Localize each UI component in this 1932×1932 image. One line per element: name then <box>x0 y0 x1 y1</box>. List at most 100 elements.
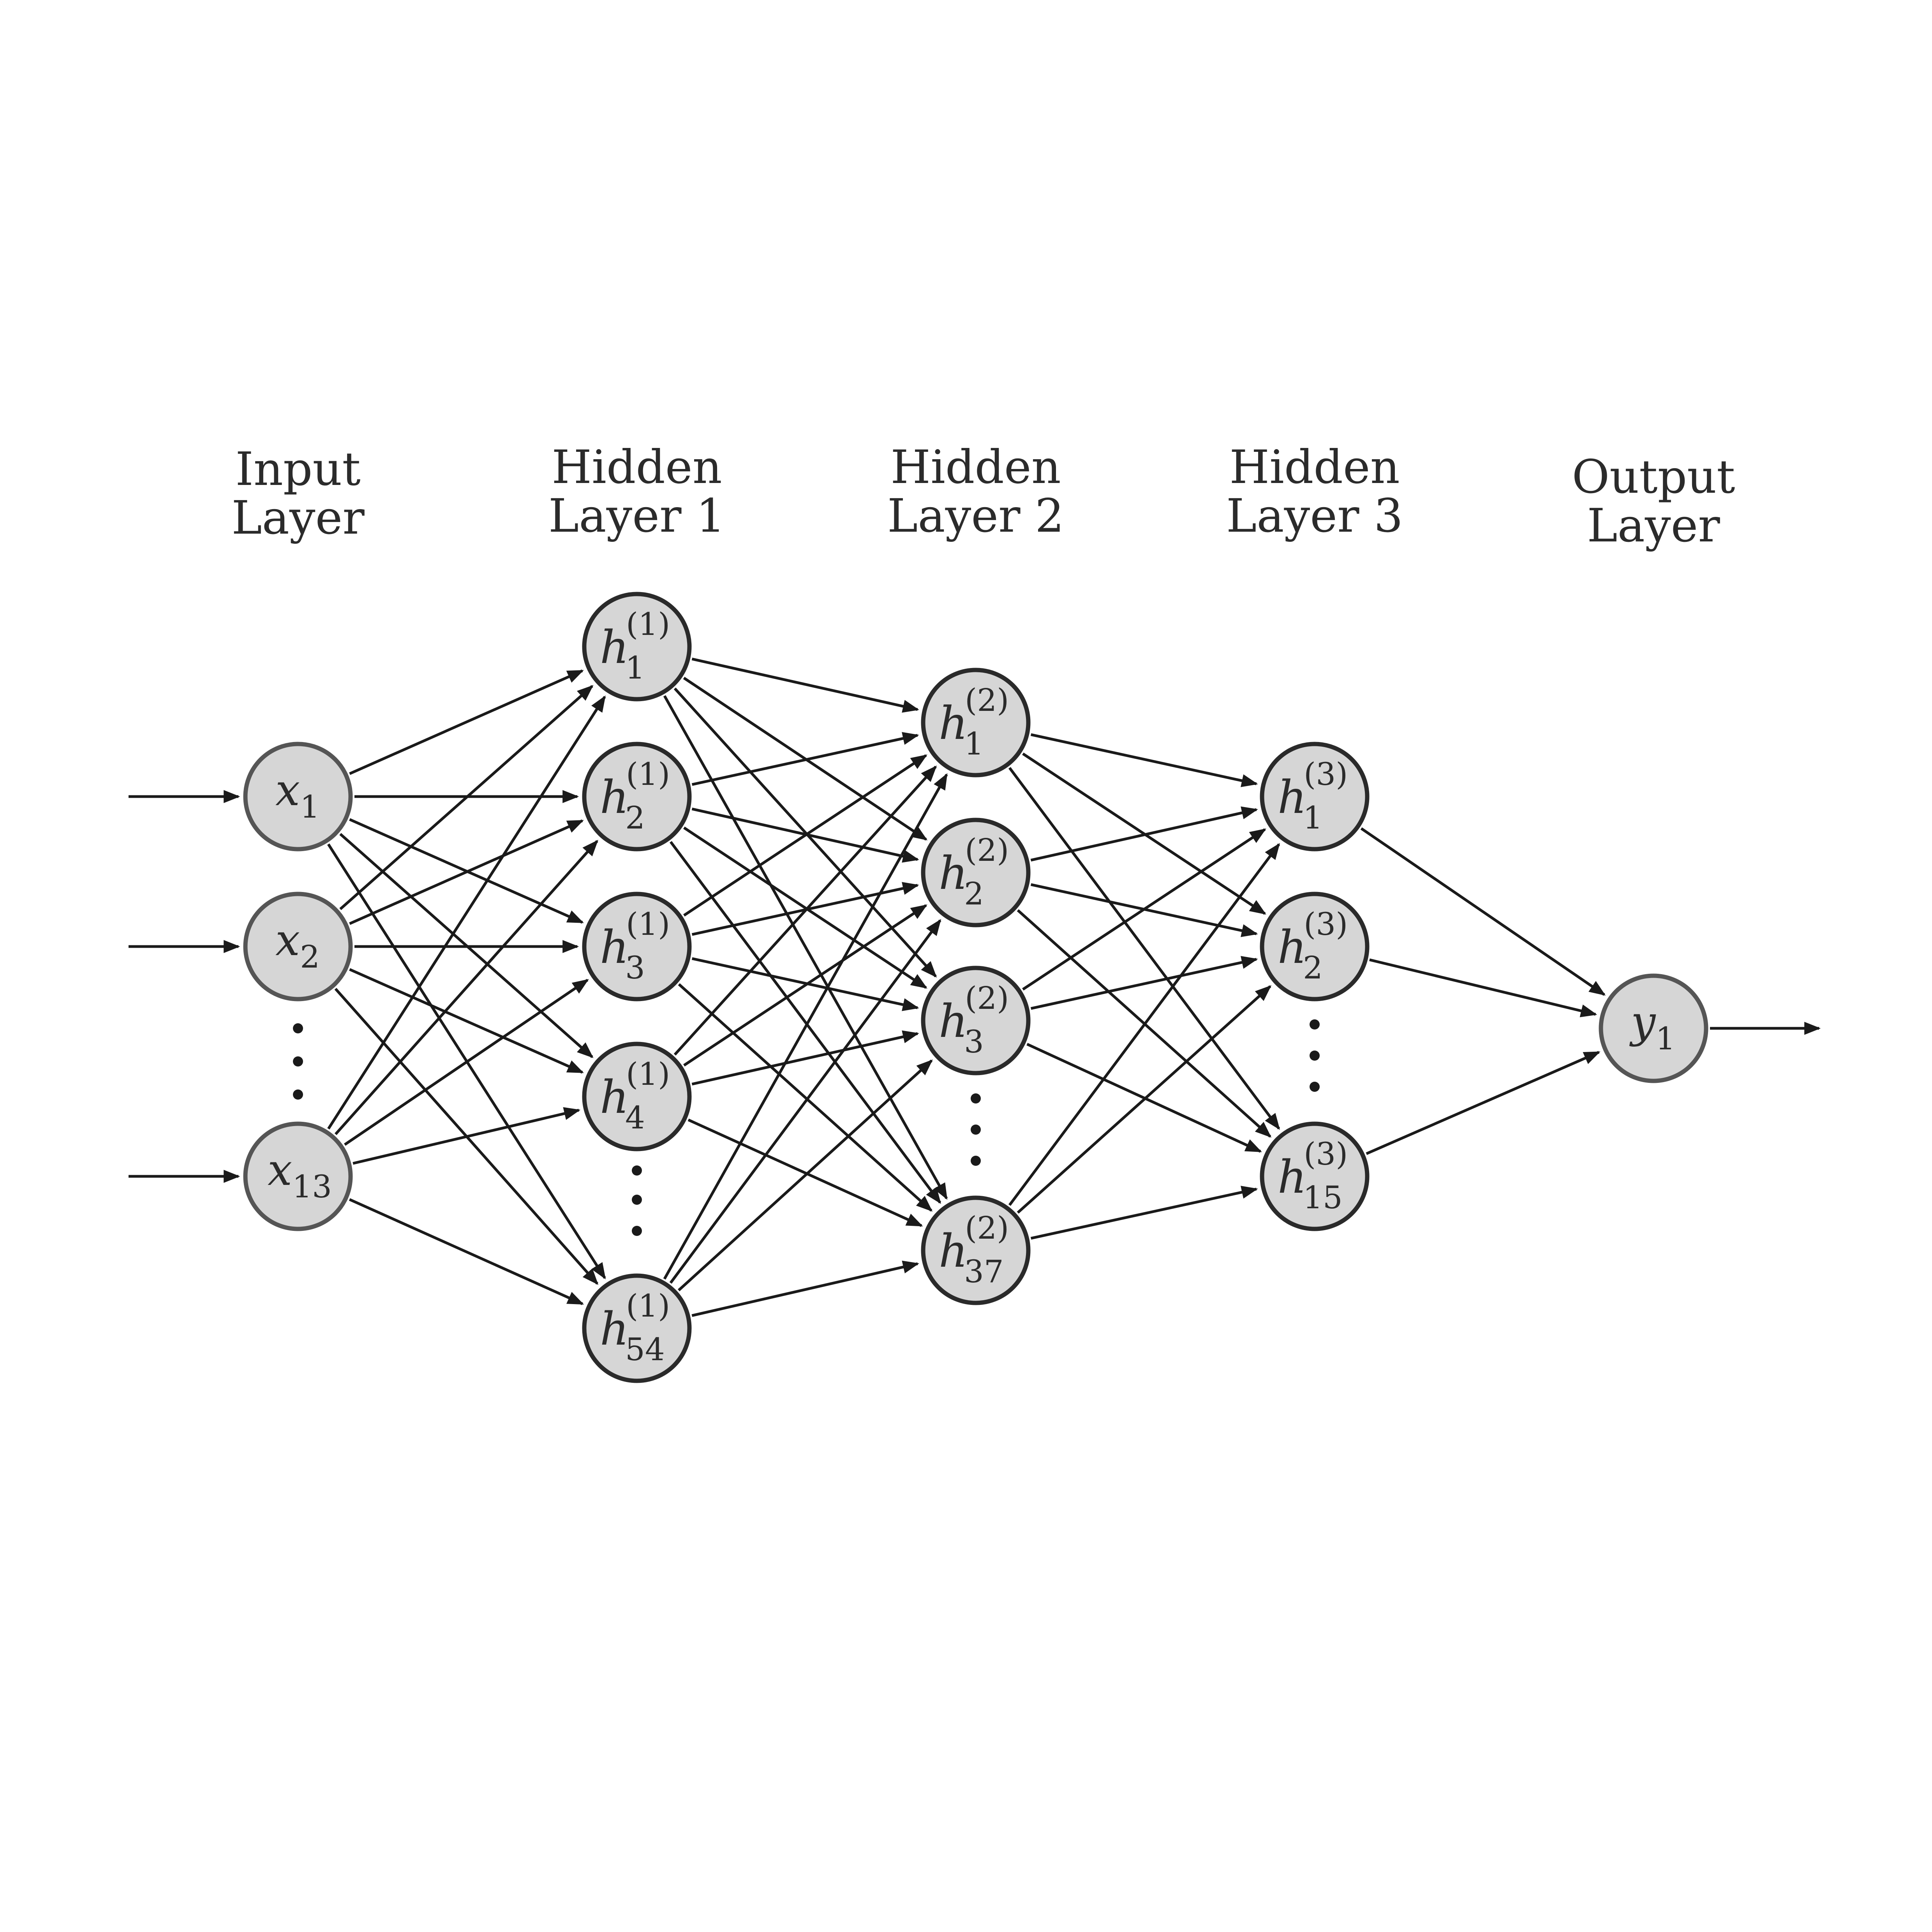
node-label: h <box>939 995 968 1048</box>
edge-l1-n2-to-l2-n3 <box>678 983 933 1212</box>
edge-l2-n0-to-l3-n0 <box>1030 733 1258 787</box>
node-superscript: (1) <box>626 1056 670 1092</box>
edge-l1-n3-to-l2-n3 <box>687 1118 923 1227</box>
layer-title-input-line1: Input <box>235 442 361 496</box>
node-superscript: (2) <box>965 682 1009 718</box>
ellipsis-dot <box>971 1125 981 1135</box>
node-circle <box>582 592 692 702</box>
node-label: x2 <box>275 915 320 975</box>
node-hidden3-h15: h(3) 15 <box>1260 1121 1370 1231</box>
node-hidden2-h2: h(2)2 <box>921 818 1031 927</box>
node-subscript: 2 <box>1303 950 1323 986</box>
node-subscript: 2 <box>625 800 645 836</box>
node-hidden1-h4: h(1) 4 <box>582 1042 692 1151</box>
edge-l1-n3-to-l2-n2 <box>691 1030 919 1086</box>
edge-l1-n4-to-l2-n2 <box>677 1059 933 1292</box>
node-subscript: 37 <box>964 1253 1004 1290</box>
node-circle <box>582 742 692 851</box>
edge-l1-n1-to-l2-n0 <box>691 732 919 786</box>
edge-l1-n2-to-l2-n2 <box>691 957 919 1011</box>
vertical-ellipsis-hidden1 <box>632 1165 642 1236</box>
vertical-ellipsis-hidden2 <box>971 1093 981 1166</box>
node-input-x2: x2 <box>243 892 353 1001</box>
node-circle <box>921 818 1031 927</box>
node-label: h <box>600 1303 629 1356</box>
node-label: h <box>600 771 629 824</box>
ellipsis-dot <box>1310 1051 1320 1061</box>
edge-l2-n3-to-l3-n2 <box>1030 1186 1258 1240</box>
layer-title-hidden1-line2: Layer 1 <box>548 489 725 543</box>
layer-title-output-line2: Layer <box>1587 499 1720 552</box>
layer-title-hidden2-line2: Layer 2 <box>887 489 1064 543</box>
node-input-x1: x1 <box>243 742 353 851</box>
edge-l2-n3-to-l3-n0 <box>1008 843 1280 1206</box>
edge-l1-n4-to-l2-n3 <box>691 1260 919 1317</box>
edge-l2-n2-to-l3-n2 <box>1026 1043 1262 1153</box>
edge-l0-n2-to-l1-n3 <box>353 1107 581 1165</box>
edge-l3-n0-to-l4-n0 <box>1360 827 1606 996</box>
node-circle <box>582 892 692 1001</box>
node-circle <box>243 892 353 1001</box>
node-superscript: (3) <box>1304 756 1348 792</box>
node-subscript: 1 <box>1303 800 1323 836</box>
edge-l0-n2-to-l1-n1 <box>334 840 598 1135</box>
ellipsis-dot <box>632 1195 642 1205</box>
ellipsis-dot <box>971 1156 981 1166</box>
node-label: h <box>600 621 629 674</box>
node-label: x13 <box>268 1145 332 1205</box>
node-superscript: (1) <box>626 756 670 792</box>
edge-l3-n1-to-l4-n0 <box>1369 958 1597 1017</box>
node-circle <box>921 1195 1031 1305</box>
node-label: h <box>939 847 968 900</box>
node-circle <box>1599 973 1708 1083</box>
node-label: h <box>1278 771 1307 824</box>
nodes-group: x1x2x13h(1)1h(1)2h(1)3h(1)4h(1)54h(2)1h(… <box>243 592 1708 1383</box>
ellipsis-dot <box>971 1093 981 1103</box>
node-superscript: (3) <box>1304 906 1348 942</box>
layer-title-output-line1: Output <box>1572 450 1735 504</box>
ellipsis-dot <box>293 1023 303 1033</box>
node-hidden2-h1: h(2) 1 <box>921 668 1031 777</box>
edge-l0-n2-to-l1-n4 <box>349 1198 584 1305</box>
node-superscript: (1) <box>626 906 670 942</box>
node-subscript: 15 <box>1303 1179 1343 1216</box>
node-subscript: 4 <box>625 1100 645 1136</box>
node-subscript: 1 <box>964 726 984 762</box>
edge-l2-n0-to-l3-n2 <box>1008 767 1280 1130</box>
node-label: h <box>1278 1151 1307 1204</box>
node-label: h <box>1278 921 1307 974</box>
ellipsis-dot <box>632 1226 642 1236</box>
edge-l3-n2-to-l4-n0 <box>1366 1051 1601 1155</box>
edge-l0-n2-to-l1-n0 <box>327 695 606 1130</box>
node-hidden1-h3: h(1)3 <box>582 892 692 1001</box>
ellipsis-dot <box>293 1089 303 1100</box>
node-superscript: (2) <box>965 980 1009 1016</box>
edge-l0-n0-to-l1-n0 <box>349 669 584 775</box>
edge-l0-n2-to-l1-n2 <box>344 978 589 1146</box>
ellipsis-dot <box>632 1165 642 1176</box>
edge-l1-n4-to-l2-n0 <box>663 773 948 1280</box>
node-circle <box>582 1042 692 1151</box>
node-label: h <box>600 1071 629 1124</box>
node-hidden2-h3: h(2)3 <box>921 966 1031 1075</box>
edge-l0-n1-to-l1-n0 <box>339 685 594 910</box>
node-label: h <box>939 697 968 750</box>
node-subscript: 2 <box>964 876 984 912</box>
vertical-ellipsis-hidden3 <box>1310 1019 1320 1092</box>
ellipsis-dot <box>293 1056 303 1066</box>
node-subscript: 3 <box>625 950 645 986</box>
edge-l2-n1-to-l3-n0 <box>1030 806 1258 862</box>
edge-l1-n4-to-l2-n1 <box>669 919 941 1284</box>
node-hidden1-h2: h(1) 2 <box>582 742 692 851</box>
layer-title-input-line2: Layer <box>231 491 365 545</box>
node-hidden3-h1: h(3) 1 <box>1260 742 1370 851</box>
node-label: y1 <box>1629 997 1675 1057</box>
layer-title-hidden3-line1: Hidden <box>1229 440 1400 494</box>
node-superscript: (1) <box>626 1288 670 1324</box>
layer-title-hidden3-line2: Layer 3 <box>1226 489 1403 543</box>
edge-l1-n1-to-l2-n2 <box>683 827 927 989</box>
connections-group <box>129 658 1821 1317</box>
node-input-x13: x13 <box>243 1121 353 1231</box>
node-superscript: (3) <box>1304 1136 1348 1172</box>
